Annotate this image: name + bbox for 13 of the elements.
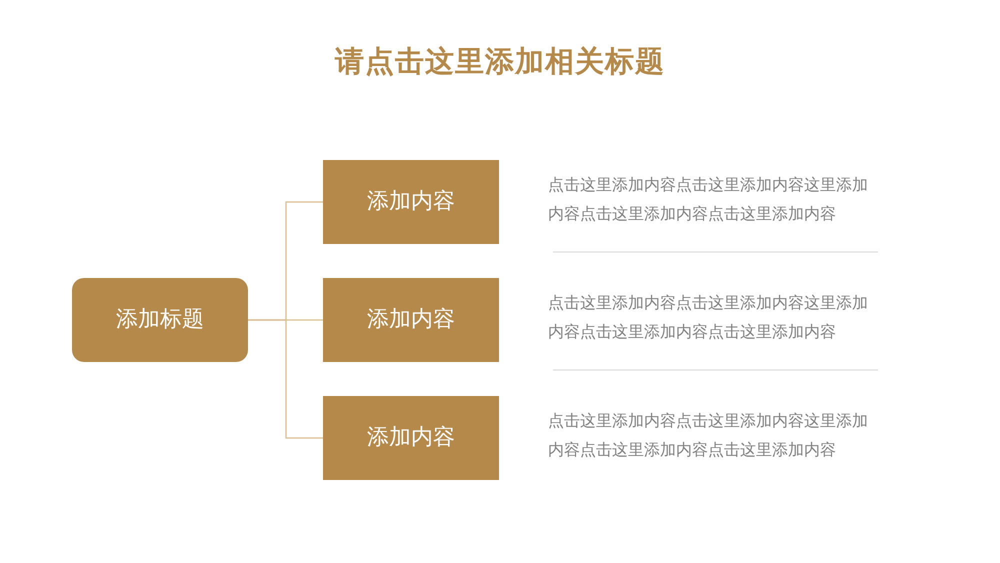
description-text: 点击这里添加内容点击这里添加内容这里添加内容点击这里添加内容点击这里添加内容 — [548, 410, 869, 461]
description-text: 点击这里添加内容点击这里添加内容这里添加内容点击这里添加内容点击这里添加内容 — [548, 292, 869, 343]
content-box — [323, 160, 499, 244]
description-text: 点击这里添加内容点击这里添加内容这里添加内容点击这里添加内容点击这里添加内容 — [548, 174, 869, 225]
node-label: 添加内容 — [367, 188, 455, 216]
connector-line — [248, 319, 323, 439]
content-box — [323, 396, 499, 480]
node-label: 添加内容 — [367, 424, 455, 452]
title: 请点击这里添加相关标题 — [335, 43, 665, 80]
content-box — [323, 278, 499, 362]
node-label: 添加标题 — [116, 306, 204, 334]
title-box — [72, 278, 248, 362]
node-label: 添加内容 — [367, 306, 455, 334]
